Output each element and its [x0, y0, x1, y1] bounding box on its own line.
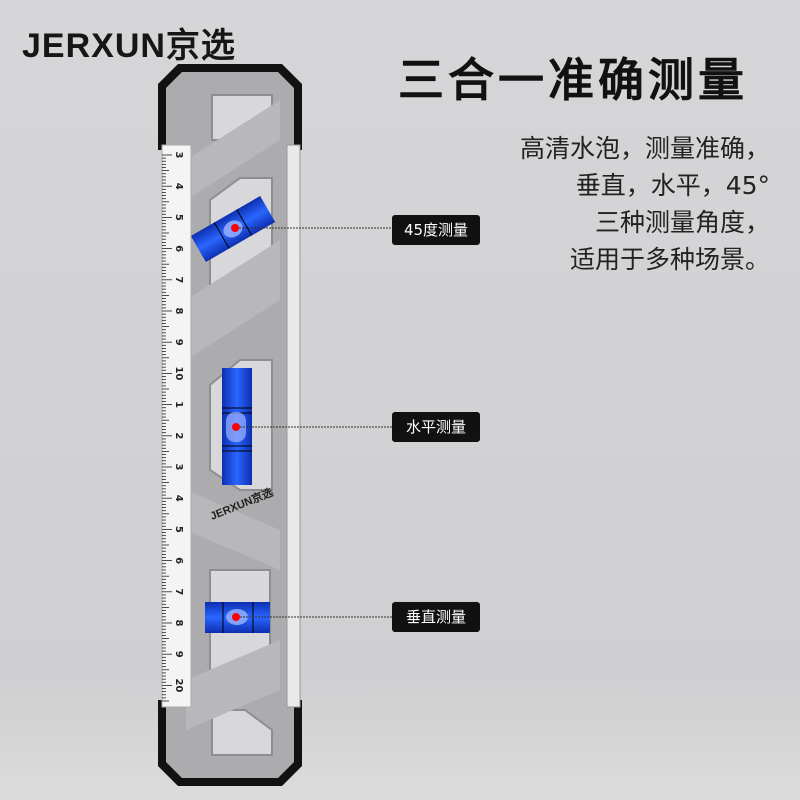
ruler-label: 8	[173, 620, 184, 627]
ruler-label: 4	[173, 183, 184, 190]
ruler-label: 9	[173, 339, 184, 346]
description-line: 高清水泡，测量准确，	[519, 134, 770, 163]
ruler-label: 1	[173, 401, 184, 408]
vial-vertical	[205, 602, 270, 633]
ruler-label: 20	[173, 678, 184, 692]
callout-45-degree: 45度测量	[392, 215, 480, 245]
ruler-label: 5	[173, 214, 184, 221]
description-line: 三种测量角度，	[594, 208, 770, 237]
ruler-label: 10	[173, 366, 184, 380]
ruler-label: 5	[173, 526, 184, 533]
ruler-label: 3	[173, 152, 184, 159]
callout-horizontal: 水平测量	[392, 412, 480, 442]
ruler-label: 8	[173, 308, 184, 315]
bubble-marker	[232, 423, 240, 431]
description-line: 适用于多种场景。	[569, 245, 770, 274]
ruler	[161, 144, 192, 708]
description: 高清水泡，测量准确， 垂直，水平，45° 三种测量角度， 适用于多种场景。	[520, 130, 770, 278]
bubble-marker	[231, 224, 239, 232]
description-line: 垂直，水平，45°	[575, 171, 770, 200]
ruler-label: 3	[173, 464, 184, 471]
ruler-label: 6	[173, 245, 184, 252]
bubble-marker	[232, 613, 240, 621]
headline: 三合一准确测量	[398, 53, 748, 107]
ruler-label: 6	[173, 557, 184, 564]
ruler-label: 4	[173, 495, 184, 502]
callout-vertical: 垂直测量	[392, 602, 480, 632]
brand-logo: JERXUN京选	[22, 27, 236, 65]
ruler-label: 2	[173, 432, 184, 439]
ruler-label: 7	[173, 276, 184, 283]
ruler-label: 7	[173, 588, 184, 595]
ruler-label: 9	[173, 651, 184, 658]
